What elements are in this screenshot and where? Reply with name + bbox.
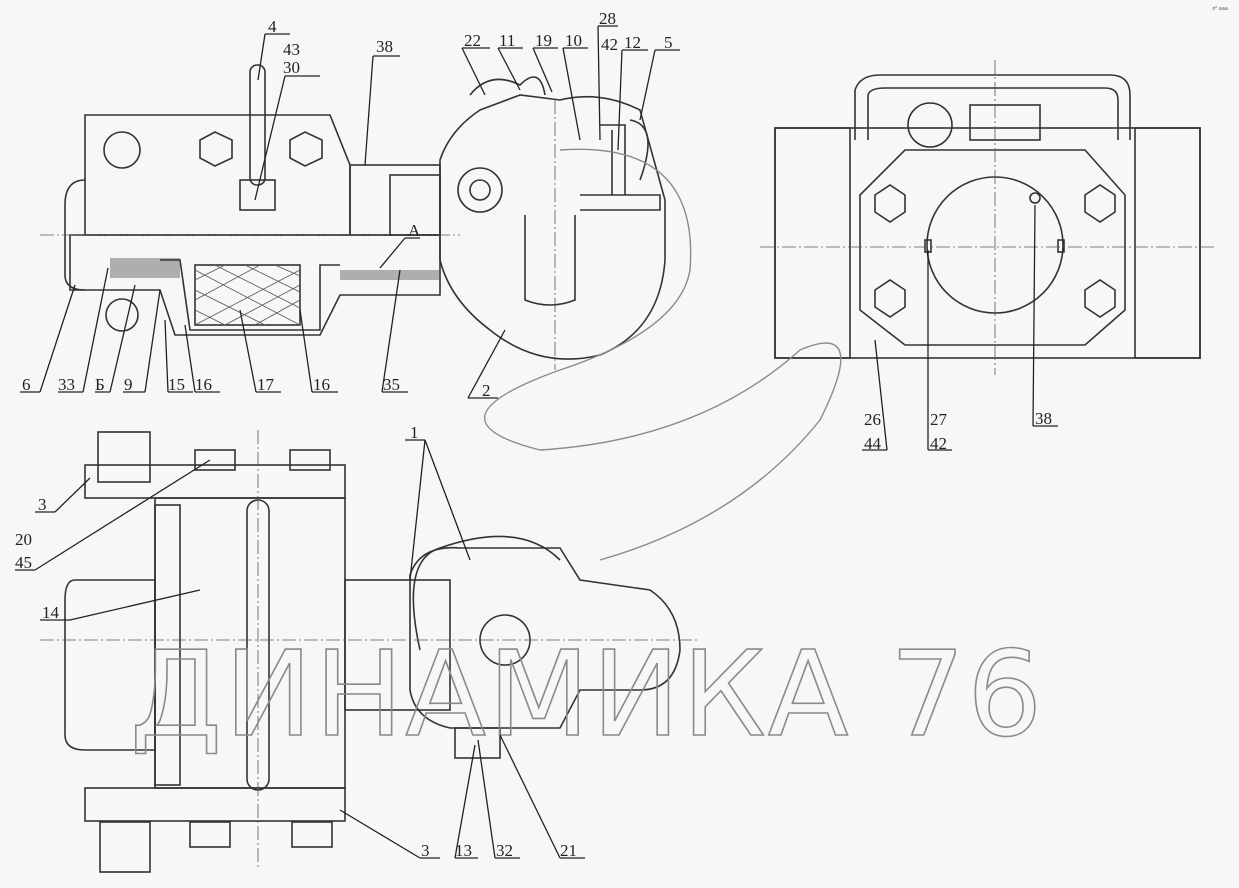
label-15: 15	[168, 375, 185, 394]
section-mark-b: Б	[95, 375, 105, 394]
label-3-top: 3	[38, 495, 47, 514]
label-27: 27	[930, 410, 948, 429]
label-28: 28	[599, 9, 616, 28]
label-19: 19	[535, 31, 552, 50]
label-2: 2	[482, 381, 491, 400]
label-45: 45	[15, 553, 32, 572]
label-42: 42	[601, 35, 618, 54]
label-22: 22	[464, 31, 481, 50]
callout-labels: 4 43 30 38 22 11 19 10 28 42 12 5 А 6 33…	[15, 9, 1052, 860]
label-21: 21	[560, 841, 577, 860]
label-38-end: 38	[1035, 409, 1052, 428]
label-5: 5	[664, 33, 673, 52]
label-4: 4	[268, 17, 277, 36]
label-20: 20	[15, 530, 32, 549]
label-10: 10	[565, 31, 582, 50]
label-35: 35	[383, 375, 400, 394]
label-13: 13	[455, 841, 472, 860]
label-30: 30	[283, 58, 300, 77]
label-16-right: 16	[313, 375, 330, 394]
label-32: 32	[496, 841, 513, 860]
label-43: 43	[283, 40, 300, 59]
watermark-swirl	[483, 148, 842, 561]
label-12: 12	[624, 33, 641, 52]
label-33: 33	[58, 375, 75, 394]
label-17: 17	[257, 375, 275, 394]
coupling-section-view	[40, 64, 666, 370]
coupling-plan-view	[40, 430, 700, 873]
corner-mark: л⁰ ааа	[1212, 6, 1228, 12]
section-mark-a: А	[408, 221, 421, 240]
label-1: 1	[410, 423, 419, 442]
label-11: 11	[499, 31, 515, 50]
label-14: 14	[42, 603, 60, 622]
label-9: 9	[124, 375, 133, 394]
label-26: 26	[864, 410, 881, 429]
label-44: 44	[864, 434, 882, 453]
coupling-end-view	[760, 60, 1215, 375]
label-16-left: 16	[195, 375, 212, 394]
leader-lines	[15, 25, 1058, 859]
label-3-bottom: 3	[421, 841, 430, 860]
label-6: 6	[22, 375, 31, 394]
label-38: 38	[376, 37, 393, 56]
watermark-text: ДИНАМИКА 76	[130, 625, 1044, 763]
label-42-end: 42	[930, 434, 947, 453]
